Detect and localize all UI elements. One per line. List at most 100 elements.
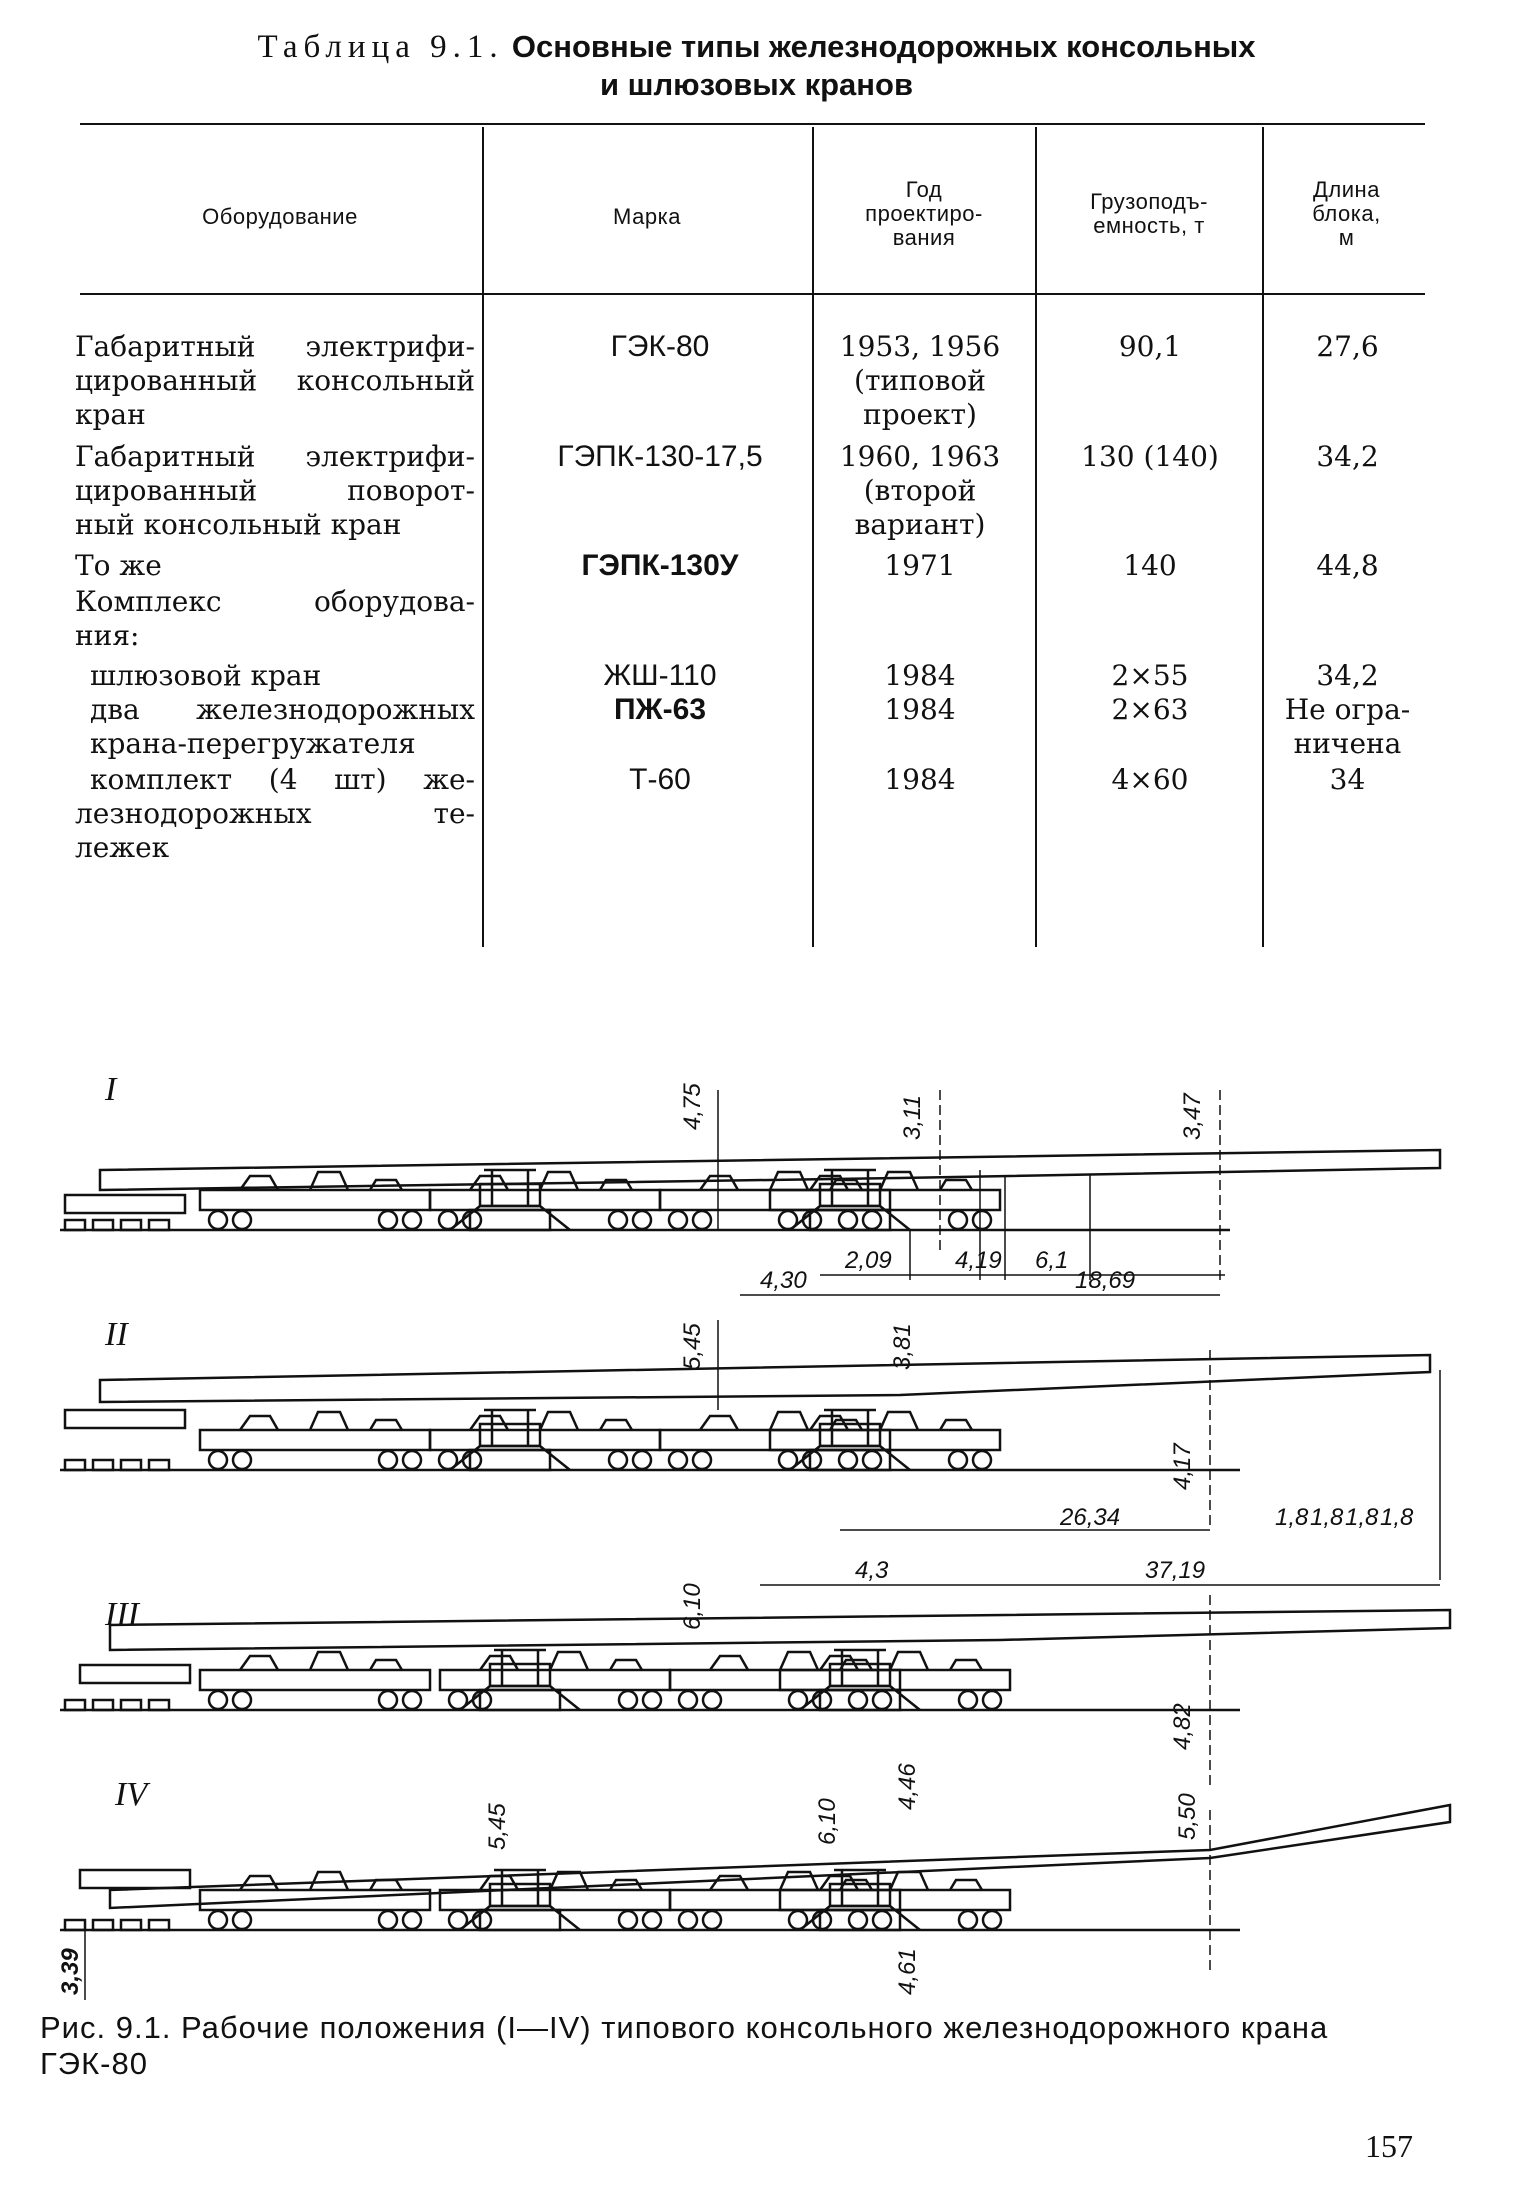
table-row-length: 34 [1329, 763, 1366, 796]
equip-line: два железнодорожных [90, 693, 475, 726]
dim-label: 5,45 [484, 1803, 511, 1850]
dim-label: 1,8 [1345, 1504, 1379, 1531]
header-length: Длина блока, м [1264, 178, 1429, 250]
dim-label: 3,11 [899, 1095, 926, 1140]
dim-label: 3,39 [57, 1948, 84, 1995]
equip-line: То же [75, 549, 162, 582]
table-row-length: 34,2 [1316, 440, 1379, 473]
page-number: 157 [1365, 2128, 1413, 2164]
table-col-divider [482, 127, 484, 947]
header-brand: Марка [484, 205, 810, 229]
header-year: Год проектиро- вания [814, 178, 1034, 250]
dim-label: 5,50 [1174, 1793, 1201, 1840]
table-row-equipment: Комплекс оборудова- ния: [75, 585, 475, 653]
year-line: 1984 [884, 659, 956, 692]
dim-label: 6,10 [814, 1798, 841, 1845]
dim-label: 4,82 [1169, 1703, 1196, 1750]
year-line: 1984 [884, 763, 956, 796]
table-row-year: 1953, 1956 (типовой проект) [800, 330, 1040, 432]
year-line: (второй [863, 474, 977, 507]
table-col-divider [1035, 127, 1037, 947]
equip-line: Габаритный электрифи- [75, 330, 475, 363]
table-row-equipment: То же [75, 549, 475, 583]
table-header-rule [80, 293, 1425, 295]
header-length-line: блока, [1312, 201, 1381, 226]
length-line: ничена [1293, 727, 1402, 760]
dim-label: 1,8 [1380, 1504, 1414, 1531]
position-label: IV [114, 1776, 151, 1813]
dim-label: 4,3 [855, 1557, 889, 1584]
dim-label: 26,34 [1059, 1504, 1120, 1531]
header-brand-text: Марка [613, 204, 681, 229]
table-row-equipment: комплект (4 шт) же- лезнодорожных те- ле… [75, 763, 475, 865]
table-row-year: 1984 [800, 763, 1040, 797]
length-line: Не огра- [1284, 693, 1411, 726]
equip-line: ный консольный кран [75, 508, 402, 541]
table-row-year: 1971 [800, 549, 1040, 583]
header-year-line: проектиро- [865, 201, 983, 226]
dim-label: 3,47 [1179, 1092, 1206, 1140]
equip-line: шлюзовой кран [90, 659, 322, 692]
dim-label: 4,17 [1169, 1442, 1196, 1490]
year-line: 1984 [884, 693, 956, 726]
table-col-divider [812, 127, 814, 947]
table-top-rule [80, 123, 1425, 125]
header-capacity-line: Грузоподъ- [1090, 189, 1208, 214]
table-row-equipment: шлюзовой кран [90, 659, 480, 693]
dim-label: 3,81 [889, 1323, 916, 1370]
header-equipment: Оборудование [80, 205, 480, 229]
table-row-brand: Т-60 [629, 763, 691, 796]
dim-label: 5,45 [679, 1323, 706, 1370]
table-row-capacity: 2×63 [1111, 693, 1189, 726]
table-label: Таблица 9.1. [257, 29, 504, 65]
table-row-capacity: 130 (140) [1081, 440, 1219, 473]
table-row-year: 1984 [800, 693, 1040, 727]
table-row-capacity: 90,1 [1118, 330, 1182, 363]
equip-line: лежек [75, 831, 170, 864]
table-row-equipment: два железнодорожных крана-перегружателя [75, 693, 475, 761]
dim-label: 4,19 [955, 1247, 1002, 1274]
position-III: III 6,10 4,82 4,46 [60, 1583, 1452, 1810]
equip-line: цированный поворот- [75, 474, 475, 507]
year-line: проект) [863, 398, 977, 431]
figure-caption: Рис. 9.1. Рабочие положения (I—IV) типов… [40, 2010, 1329, 2081]
crane-positions-figure: I 4,75 3,11 3,47 2,09 4,19 6,1 [57, 1071, 1452, 2000]
position-II: II 5,45 3,81 4,17 26,34 1,8 1,8 1,8 1,8 … [60, 1316, 1441, 1586]
table-caption: Таблица 9.1. Основные типы железнодорожн… [0, 28, 1513, 104]
equip-line: ния: [75, 619, 140, 652]
equip-line: лезнодорожных те- [75, 797, 475, 830]
header-length-line: м [1338, 225, 1355, 250]
year-line: вариант) [854, 508, 986, 541]
year-line: 1953, 1956 [839, 330, 1001, 363]
header-capacity: Грузоподъ- емность, т [1037, 190, 1261, 238]
dim-label: 6,1 [1035, 1247, 1068, 1274]
equip-line: крана-перегружателя [90, 727, 416, 760]
dim-label: 2,09 [844, 1247, 892, 1274]
table-title-line2: и шлюзовых кранов [599, 67, 914, 102]
dim-label: 4,61 [894, 1948, 921, 1995]
table-row-equipment: Габаритный электрифи- цированный поворот… [75, 440, 475, 542]
equip-line: Габаритный электрифи- [75, 440, 475, 473]
equip-line: Комплекс оборудова- [75, 585, 475, 618]
dim-label: 4,30 [760, 1267, 807, 1294]
table-row-brand: ЖШ-110 [603, 659, 717, 692]
table-row-capacity: 4×60 [1111, 763, 1189, 796]
position-I: I 4,75 3,11 3,47 2,09 4,19 6,1 [60, 1071, 1442, 1296]
table-row-brand: ПЖ-63 [613, 693, 707, 726]
table-row-length: 44,8 [1316, 549, 1379, 582]
dim-label: 18,69 [1075, 1267, 1135, 1294]
header-capacity-line: емность, т [1093, 213, 1205, 238]
header-year-line: Год [905, 177, 943, 202]
table-row-brand: ГЭПК-130-17,5 [557, 440, 763, 473]
dim-label: 6,10 [679, 1583, 706, 1630]
table-row-year: 1984 [800, 659, 1040, 693]
position-label: II [104, 1316, 129, 1353]
table-row-length: 34,2 [1316, 659, 1379, 692]
table-row-capacity: 2×55 [1111, 659, 1189, 692]
table-row-brand: ГЭК-80 [610, 330, 710, 363]
header-year-line: вания [892, 225, 956, 250]
table-row-brand: ГЭПК-130У [581, 549, 739, 582]
year-line: 1960, 1963 [839, 440, 1001, 473]
equip-line: кран [75, 398, 146, 431]
year-line: 1971 [884, 549, 956, 582]
